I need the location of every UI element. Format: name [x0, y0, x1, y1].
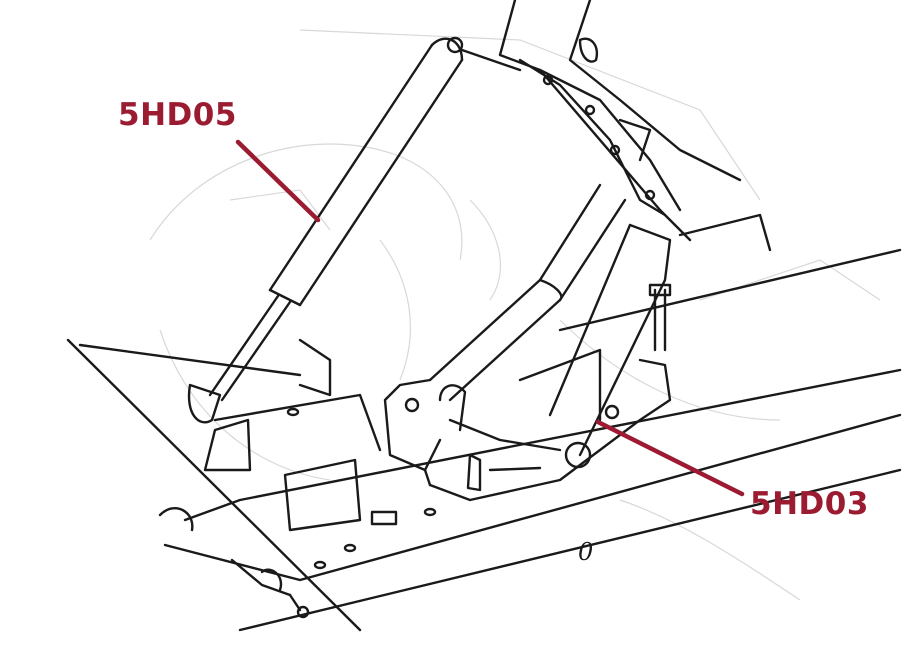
leader-line-5hd05: [235, 139, 321, 223]
gas-strut: [187, 36, 522, 424]
base-plate: [230, 283, 672, 619]
leader-line-5hd03: [595, 419, 745, 497]
line-art: [66, 0, 902, 632]
callout-label-5hd03: 5HD03: [750, 486, 869, 522]
hinge-arm: [383, 183, 672, 472]
hood-panel: [498, 0, 742, 242]
callout-label-5hd05: 5HD05: [118, 97, 237, 133]
callout-leaders: [235, 139, 745, 497]
frame-rail: [66, 213, 902, 632]
stamped-mark: 0: [578, 538, 593, 566]
